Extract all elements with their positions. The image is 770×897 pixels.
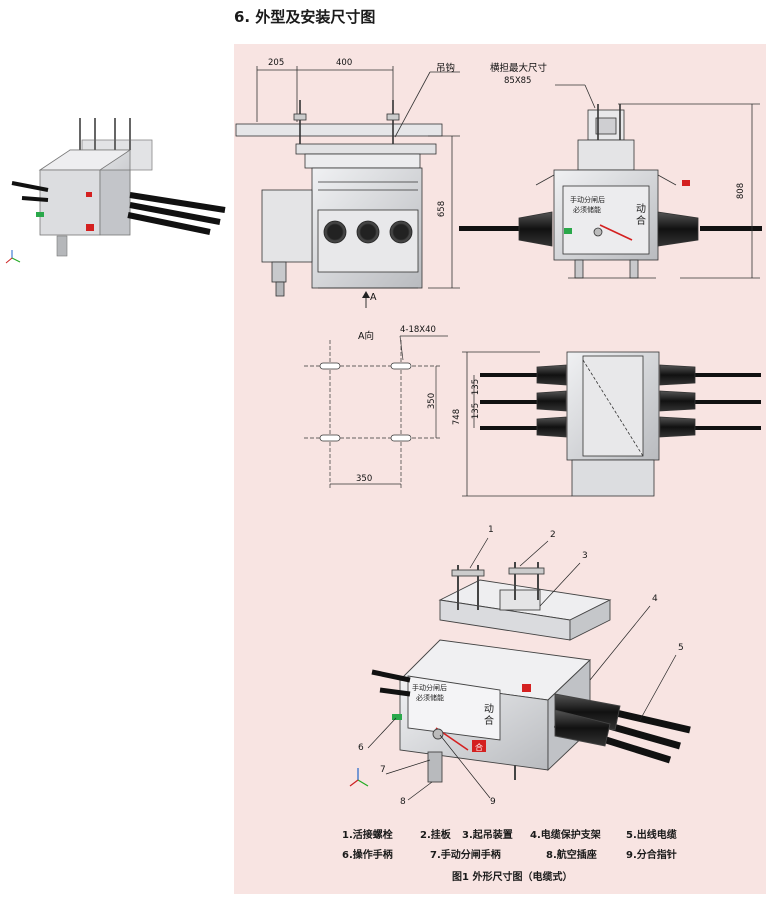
dim-350-horizontal: 350 (356, 474, 373, 484)
dim-400: 400 (336, 58, 353, 68)
page-title: 6. 外型及安装尺寸图 (234, 8, 376, 26)
dim-658: 658 (437, 200, 448, 218)
a-view-mounting (304, 335, 448, 490)
a-view-label: A向 (358, 331, 374, 342)
dim-350-vertical: 350 (427, 392, 438, 410)
callout-6: 6 (358, 743, 364, 753)
callout-8: 8 (400, 797, 406, 807)
callout-5: 5 (678, 643, 684, 653)
dim-205: 205 (268, 58, 285, 68)
callout-1: 1 (488, 525, 494, 535)
legend-item-2: 2.挂板 (420, 830, 451, 841)
legend-item-8: 8.航空插座 (546, 850, 597, 861)
thumbnail-isometric (5, 118, 226, 264)
arrow-a-label: A (370, 292, 377, 303)
legend-item-7: 7.手动分闸手柄 (430, 850, 501, 861)
label-crossarm: 横担最大尺寸 (490, 63, 548, 74)
legend-item-5: 5.出线电缆 (626, 830, 677, 841)
side-panel-text-4: 合 (636, 214, 646, 227)
dim-135-b: 135 (471, 402, 482, 420)
iso-panel-text-3: 动 (484, 703, 494, 715)
front-view (235, 66, 460, 308)
side-panel-text-3: 动 (636, 203, 646, 215)
dim-808: 808 (736, 182, 747, 200)
callout-3: 3 (582, 551, 588, 561)
legend-item-6: 6.操作手柄 (342, 850, 393, 861)
iso-panel-text-2: 必须储能 (416, 693, 444, 702)
callout-9: 9 (490, 797, 496, 807)
dim-748: 748 (452, 408, 463, 426)
callout-7: 7 (380, 765, 386, 775)
label-crossarm-size: 85X85 (504, 76, 532, 86)
iso-panel-text-5: 合 (475, 742, 483, 752)
label-hook: 吊钩 (436, 63, 456, 74)
callout-2: 2 (550, 530, 556, 540)
callout-leaders (367, 537, 677, 801)
dim-135-a: 135 (471, 378, 482, 396)
legend-item-3: 3.起吊装置 (462, 830, 513, 841)
side-view (459, 84, 762, 279)
legend-item-1: 1.活接螺栓 (342, 830, 393, 841)
callout-4: 4 (652, 594, 658, 604)
isometric-view (349, 562, 691, 787)
figure-caption: 图1 外形尺寸图（电缆式） (452, 872, 573, 883)
top-view (462, 351, 761, 497)
legend-item-4: 4.电缆保护支架 (530, 830, 601, 841)
side-panel-text-2: 必须储能 (573, 205, 601, 214)
legend-item-9: 9.分合指针 (626, 850, 677, 861)
iso-panel-text-4: 合 (484, 714, 494, 727)
side-panel-text-1: 手动分闸后 (570, 195, 605, 204)
holes-label: 4-18X40 (400, 325, 436, 335)
iso-panel-text-1: 手动分闸后 (412, 683, 447, 692)
